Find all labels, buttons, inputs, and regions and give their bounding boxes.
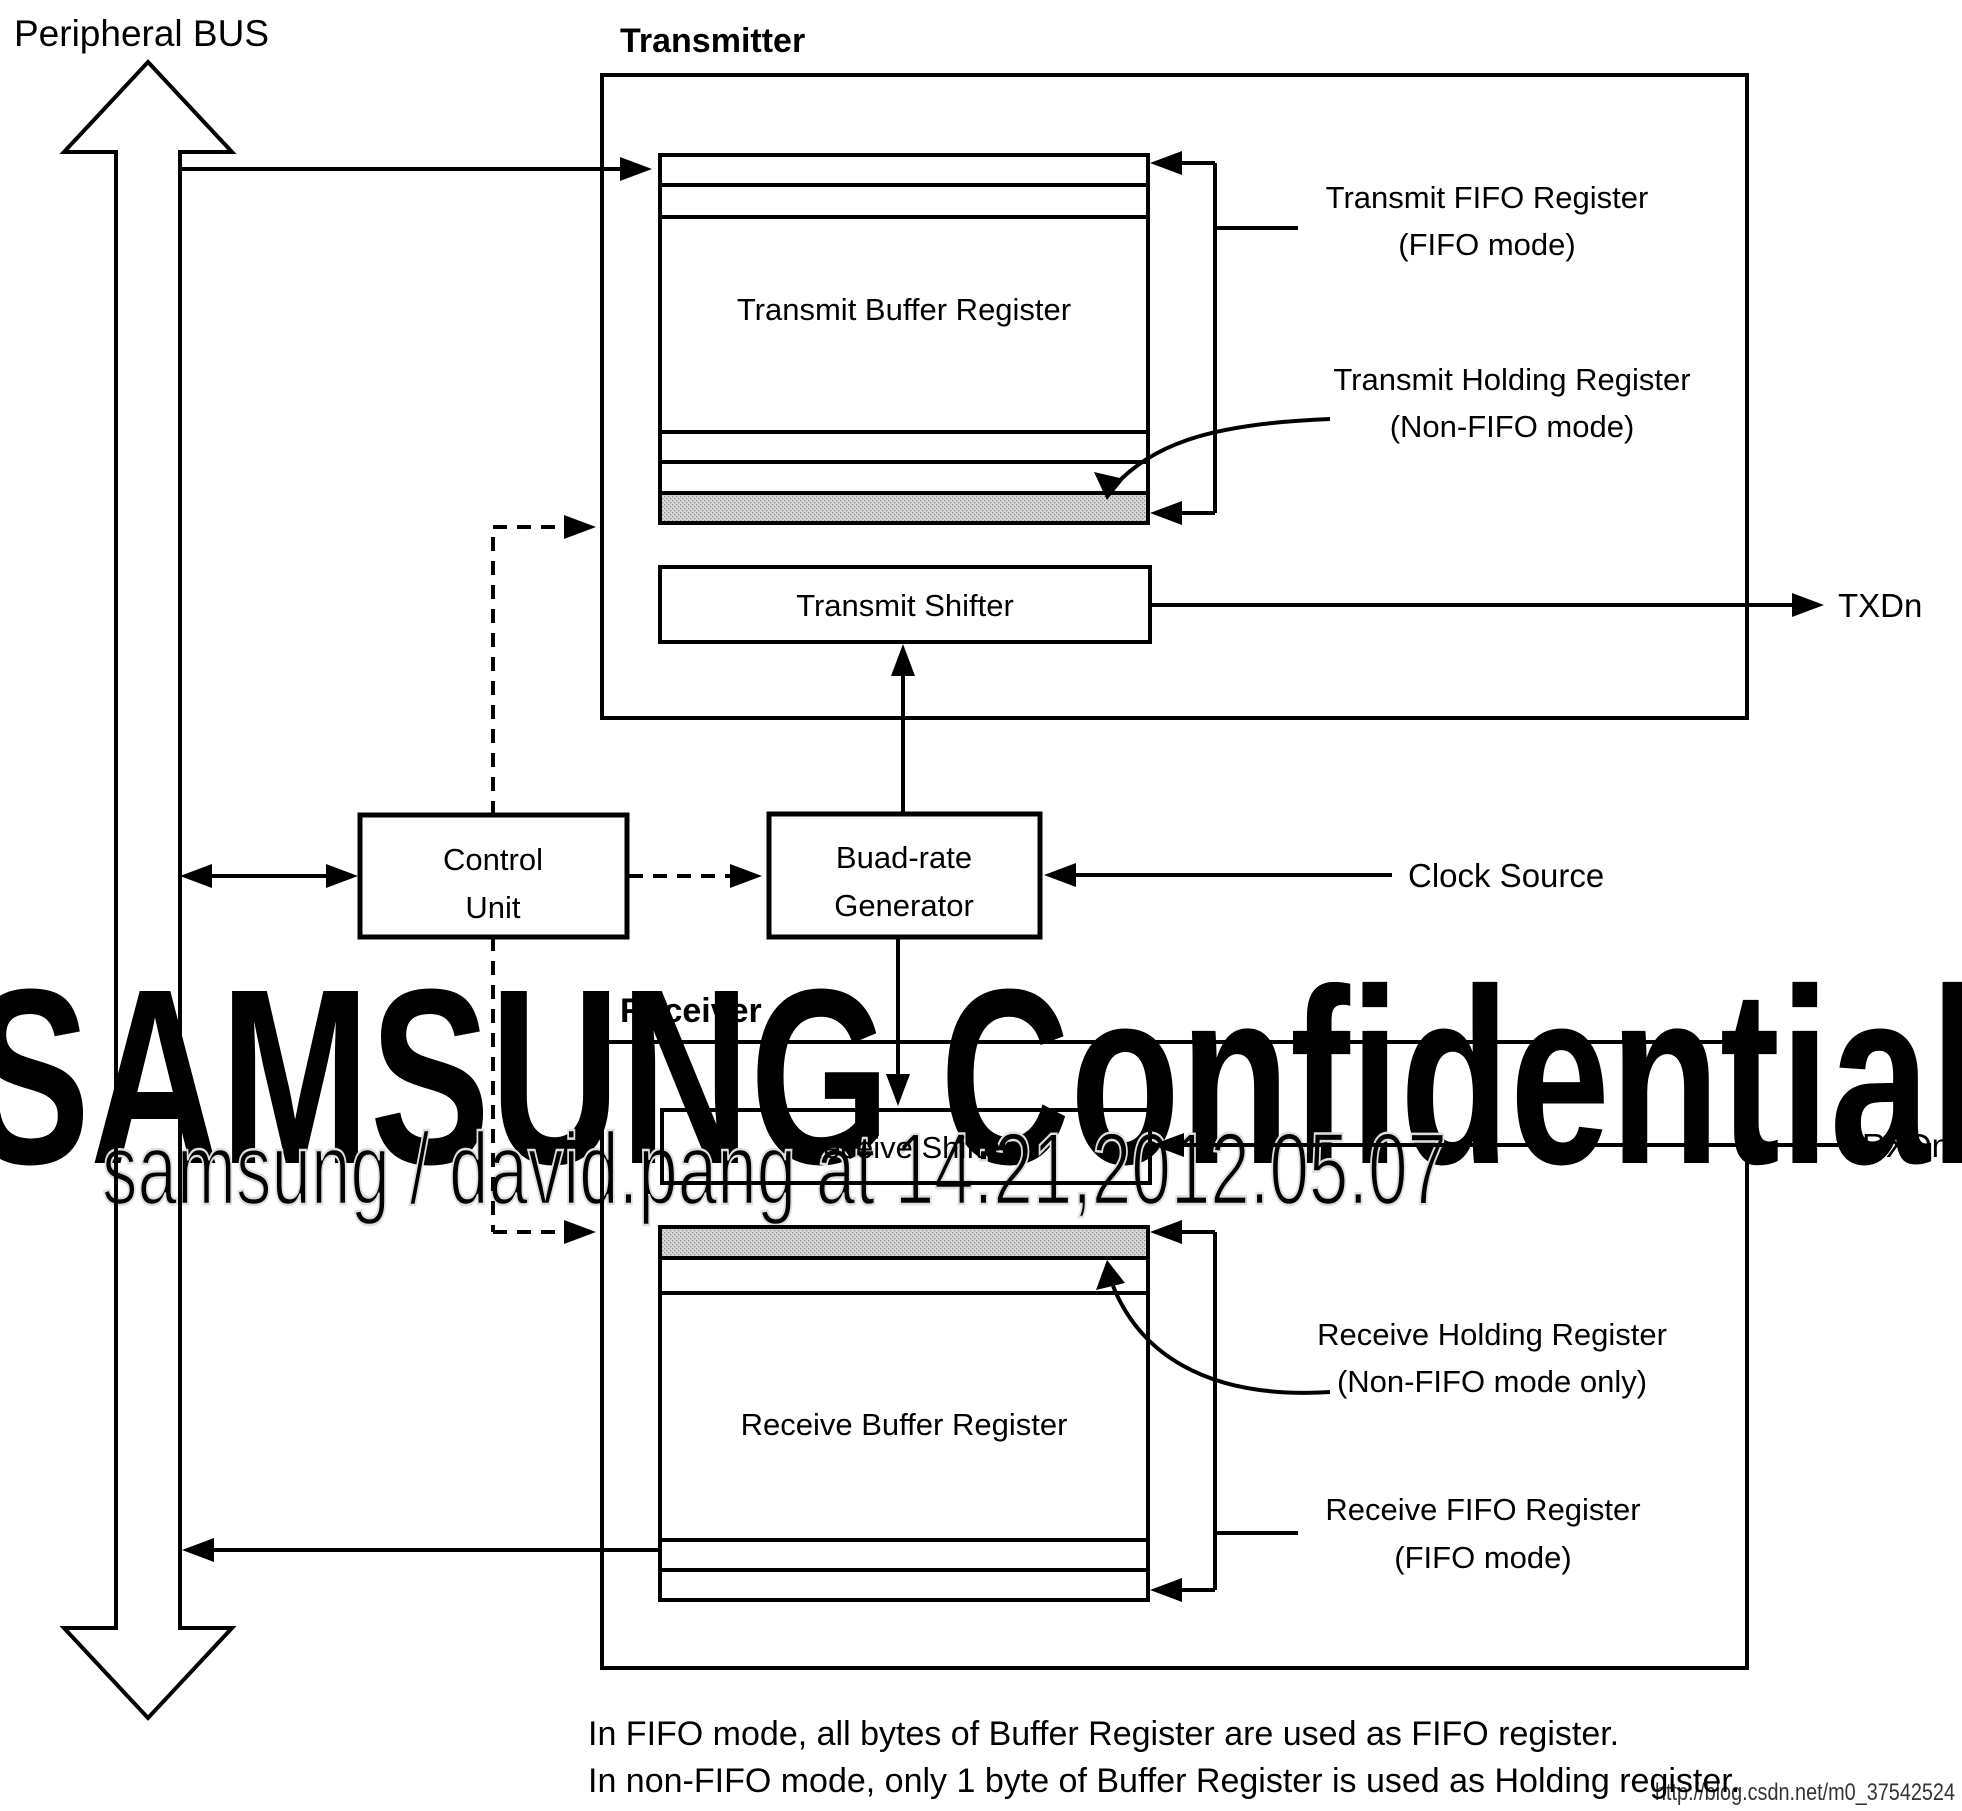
caption: In FIFO mode, all bytes of Buffer Regist… bbox=[588, 1715, 1740, 1800]
control-unit-label-line1: Control bbox=[443, 842, 543, 877]
transmitter-box bbox=[600, 73, 1749, 720]
arrowhead-left-icon bbox=[1150, 1578, 1182, 1602]
watermark-secondary: samsung / david.pang at 14:21,2012.05.07 bbox=[102, 1112, 1447, 1226]
arrowhead-left-icon bbox=[180, 864, 212, 888]
receive-holding-pointer-arrow bbox=[1111, 1285, 1331, 1395]
transmit-fifo-note-line2: (FIFO mode) bbox=[1398, 227, 1575, 262]
receive-fifo-note-line1: Receive FIFO Register bbox=[1325, 1492, 1640, 1527]
arrowhead-right-icon bbox=[1792, 593, 1824, 617]
caption-line2: In non-FIFO mode, only 1 byte of Buffer … bbox=[588, 1762, 1740, 1800]
arrowhead-down-icon bbox=[1094, 472, 1124, 500]
control-to-receiver-dashed bbox=[491, 937, 596, 1244]
transmit-buffer-box bbox=[658, 153, 1150, 525]
receive-buffer-label: Receive Buffer Register bbox=[741, 1407, 1068, 1442]
arrowhead-right-icon bbox=[730, 864, 762, 888]
watermark-primary: SAMSUNG Confidential bbox=[0, 937, 1962, 1216]
receiver-section: Receiver Receive Shifter RXDn Receive Bu… bbox=[600, 992, 1950, 1670]
control-unit-label-line2: Unit bbox=[465, 890, 521, 925]
receiver-title: Receiver bbox=[620, 992, 762, 1030]
arrowhead-right-icon bbox=[620, 157, 652, 181]
txd-pin-label: TXDn bbox=[1838, 587, 1922, 624]
clock-source: Clock Source bbox=[1044, 857, 1604, 894]
transmitter-title: Transmitter bbox=[620, 22, 805, 60]
arrowhead-right-icon bbox=[326, 864, 358, 888]
transmit-buffer-label: Transmit Buffer Register bbox=[737, 292, 1071, 327]
watermark-url: http://blog.csdn.net/m0_37542524 bbox=[1655, 1779, 1955, 1806]
receive-shifter-label: Receive Shifter bbox=[801, 1130, 1011, 1165]
peripheral-bus: Peripheral BUS bbox=[14, 13, 269, 1721]
caption-line1: In FIFO mode, all bytes of Buffer Regist… bbox=[588, 1715, 1619, 1753]
transmit-holding-note-line2: (Non-FIFO mode) bbox=[1390, 409, 1635, 444]
arrowhead-left-icon bbox=[1150, 501, 1182, 525]
baud-generator-label-line2: Generator bbox=[834, 888, 974, 923]
transmitter-section: Transmitter Transmit Buffer Register Tra… bbox=[600, 22, 1922, 720]
peripheral-bus-label: Peripheral BUS bbox=[14, 13, 269, 54]
control-to-baud-dashed bbox=[629, 864, 762, 888]
clock-source-label: Clock Source bbox=[1408, 857, 1604, 894]
receive-fifo-note-line2: (FIFO mode) bbox=[1394, 1540, 1571, 1575]
baud-rate-generator: Buad-rate Generator bbox=[766, 644, 1043, 1106]
arrowhead-left-icon bbox=[1150, 1220, 1182, 1244]
baud-generator-label-line1: Buad-rate bbox=[836, 840, 972, 875]
arrowhead-right-icon bbox=[564, 515, 596, 539]
control-to-transmitter-dashed bbox=[491, 515, 596, 815]
arrowhead-left-icon bbox=[1150, 151, 1182, 175]
transmit-holding-pointer-arrow bbox=[1114, 417, 1331, 486]
arrowhead-left-icon bbox=[1152, 1133, 1184, 1157]
transmit-holding-register-row bbox=[658, 491, 1150, 525]
watermark-layer: SAMSUNG Confidential samsung / david.pan… bbox=[0, 937, 1962, 1227]
arrowhead-up-icon bbox=[891, 644, 915, 676]
receive-shifter-box bbox=[660, 1108, 1152, 1185]
receive-holding-note-line1: Receive Holding Register bbox=[1317, 1317, 1667, 1352]
receive-holding-note-line2: (Non-FIFO mode only) bbox=[1337, 1364, 1647, 1399]
receive-buffer-box bbox=[658, 1225, 1150, 1602]
arrowhead-down-icon bbox=[886, 1074, 910, 1106]
peripheral-bus-double-arrow-icon bbox=[59, 59, 237, 1721]
arrowhead-right-icon bbox=[564, 1220, 596, 1244]
arrowhead-left-icon bbox=[1044, 863, 1076, 887]
transmit-fifo-note-line1: Transmit FIFO Register bbox=[1326, 180, 1649, 215]
arrowhead-left-icon bbox=[182, 1538, 214, 1562]
transmit-holding-note-line1: Transmit Holding Register bbox=[1333, 362, 1690, 397]
receive-fifo-bracket bbox=[1150, 1220, 1298, 1602]
control-unit: Control Unit bbox=[357, 812, 630, 940]
receiver-box bbox=[600, 1040, 1749, 1670]
receive-holding-register-row bbox=[658, 1225, 1150, 1260]
transmit-shifter-label: Transmit Shifter bbox=[796, 588, 1014, 623]
rxd-pin-label: RXDn bbox=[1862, 1127, 1950, 1164]
arrowhead-up-icon bbox=[1096, 1260, 1125, 1290]
bus-control-double-arrow bbox=[180, 864, 358, 888]
transmit-fifo-bracket bbox=[1150, 151, 1298, 525]
